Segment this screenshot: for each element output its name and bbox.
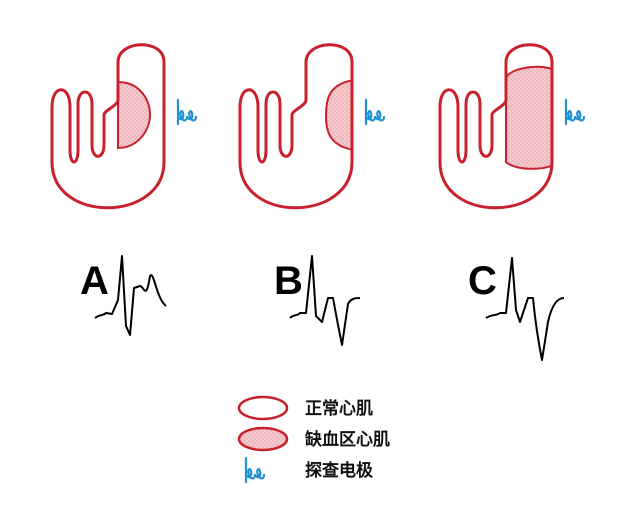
legend-item-normal: 正常心肌	[237, 395, 373, 421]
ecg-trace-c	[485, 257, 565, 361]
legend-label-ischemic: 缺血区心肌	[305, 429, 390, 450]
legend-item-ischemic: 缺血区心肌	[237, 426, 390, 452]
heart-diagram-a	[50, 43, 166, 210]
ecg-trace-b	[289, 255, 361, 346]
heart-diagram-b	[238, 43, 354, 210]
electrode-icon	[176, 98, 198, 126]
panel-label-b: B	[274, 259, 303, 303]
ischemic-region-b	[324, 78, 352, 152]
heart-diagram-c	[438, 43, 554, 210]
legend: 正常心肌 缺血区心肌 探查电极	[237, 395, 390, 484]
panel-b: B	[238, 43, 386, 346]
ecg-trace-a	[94, 255, 167, 336]
electrode-icon	[364, 98, 386, 126]
legend-item-electrode: 探查电极	[244, 456, 373, 484]
electrode-icon	[244, 456, 266, 484]
electrode-icon	[564, 98, 586, 126]
panel-a: A	[50, 43, 198, 336]
panel-c: C	[438, 43, 586, 361]
legend-label-electrode: 探查电极	[305, 460, 373, 481]
normal-myocardium-swatch	[237, 395, 289, 421]
ischemic-myocardium-swatch	[237, 426, 289, 452]
panel-label-c: C	[468, 259, 497, 303]
ischemic-region-a	[117, 80, 152, 150]
panel-label-a: A	[80, 259, 109, 303]
legend-label-normal: 正常心肌	[305, 398, 373, 419]
ischemic-region-c	[505, 65, 552, 170]
